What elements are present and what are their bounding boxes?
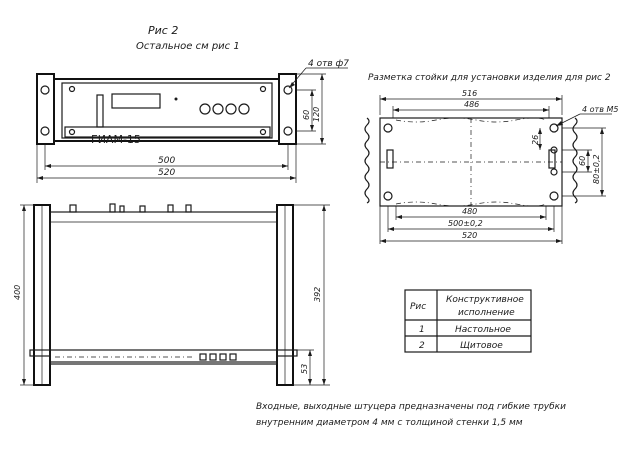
- dim-width-inner: 500: [158, 156, 175, 166]
- table-row-2-design: Щитовое: [460, 341, 503, 351]
- dim-60: 60: [578, 156, 587, 166]
- label-strip: [64, 126, 271, 138]
- fitting-icon: [119, 205, 125, 213]
- screw-icon: [259, 85, 267, 93]
- dim-80: 80±0,2: [592, 154, 601, 184]
- control-knob-icon: [199, 103, 211, 115]
- execution-table: Рис Конструктивное исполнение 1 Настольн…: [404, 289, 532, 353]
- dim-486: 486: [464, 100, 479, 109]
- screw-icon: [68, 85, 76, 93]
- hole-note: 4 отв ф7: [308, 59, 349, 69]
- bottom-panel: [49, 349, 278, 365]
- device-body: [49, 211, 278, 363]
- bottom-control-icon: [229, 353, 237, 361]
- footnote-line-2: внутренним диаметром 4 мм с толщиной сте…: [256, 418, 523, 428]
- rack-hole-icon: [550, 168, 558, 176]
- indicator-slot: [96, 94, 104, 128]
- fitting-icon: [167, 204, 174, 213]
- front-panel: [53, 78, 280, 142]
- rack-hole-icon: [383, 123, 393, 133]
- dim-height-inner: 60: [302, 110, 311, 120]
- figure-subtitle: Остальное см рис 1: [136, 41, 240, 52]
- table-row-2-fig: 2: [419, 341, 425, 351]
- rack-slot: [548, 149, 556, 169]
- fitting-icon: [139, 205, 146, 213]
- table-row-1-fig: 1: [419, 325, 425, 335]
- rack-hole-icon: [549, 123, 559, 133]
- rack-slot: [386, 149, 394, 169]
- dim-500: 500±0,2: [448, 219, 483, 228]
- footnote-line-1: Входные, выходные штуцера предназначены …: [256, 402, 566, 412]
- rack-hole-icon: [383, 191, 393, 201]
- dim-480: 480: [462, 207, 477, 216]
- mounting-hole-icon: [283, 126, 293, 136]
- dim-height-outer: 120: [312, 107, 321, 122]
- dim-516: 516: [462, 89, 477, 98]
- fitting-icon: [109, 203, 116, 213]
- mounting-hole-icon: [40, 126, 50, 136]
- rack-hole-icon: [549, 191, 559, 201]
- device-label: ГИАМ-15: [91, 133, 141, 146]
- control-knob-icon: [225, 103, 237, 115]
- bottom-control-icon: [209, 353, 217, 361]
- side-view: 400 392 53: [13, 203, 330, 386]
- table-header-fig: Рис: [410, 302, 426, 312]
- front-panel-inner: [61, 82, 273, 139]
- left-mounting-ear: [36, 73, 55, 145]
- table-header-design-2: исполнение: [458, 308, 515, 318]
- dim-depth: 400: [13, 285, 22, 300]
- mounting-hole-icon: [283, 85, 293, 95]
- rack-layout-title: Разметка стойки для установки изделия дл…: [368, 73, 611, 83]
- dim-bottom: 53: [300, 364, 309, 374]
- screw-icon: [68, 128, 76, 136]
- mounting-hole-icon: [40, 85, 50, 95]
- foot-rail: [29, 349, 51, 357]
- rack-hole-icon: [550, 146, 558, 154]
- fitting-icon: [69, 204, 77, 213]
- screw-icon: [259, 128, 267, 136]
- table-header-design-1: Конструктивное: [446, 295, 524, 305]
- figure-title: Рис 2: [148, 24, 178, 37]
- table-row-1-design: Настольное: [455, 325, 511, 335]
- bottom-control-icon: [199, 353, 207, 361]
- control-knob-icon: [238, 103, 250, 115]
- dim-26: 26: [531, 135, 540, 145]
- front-view: ГИАМ-15 4 отв ф7 60 120 500 520: [36, 59, 349, 183]
- dim-520: 520: [462, 231, 477, 240]
- rack-hole-note: 4 отв М5: [582, 105, 618, 114]
- bottom-control-icon: [219, 353, 227, 361]
- dim-body: 392: [313, 287, 322, 302]
- rack-layout: Разметка стойки для установки изделия дл…: [364, 73, 618, 244]
- control-knob-icon: [212, 103, 224, 115]
- dim-width-outer: 520: [158, 168, 175, 178]
- foot-rail: [276, 349, 298, 357]
- fitting-icon: [185, 204, 192, 213]
- control-knob-icon: [174, 97, 178, 101]
- digital-display: [111, 93, 161, 109]
